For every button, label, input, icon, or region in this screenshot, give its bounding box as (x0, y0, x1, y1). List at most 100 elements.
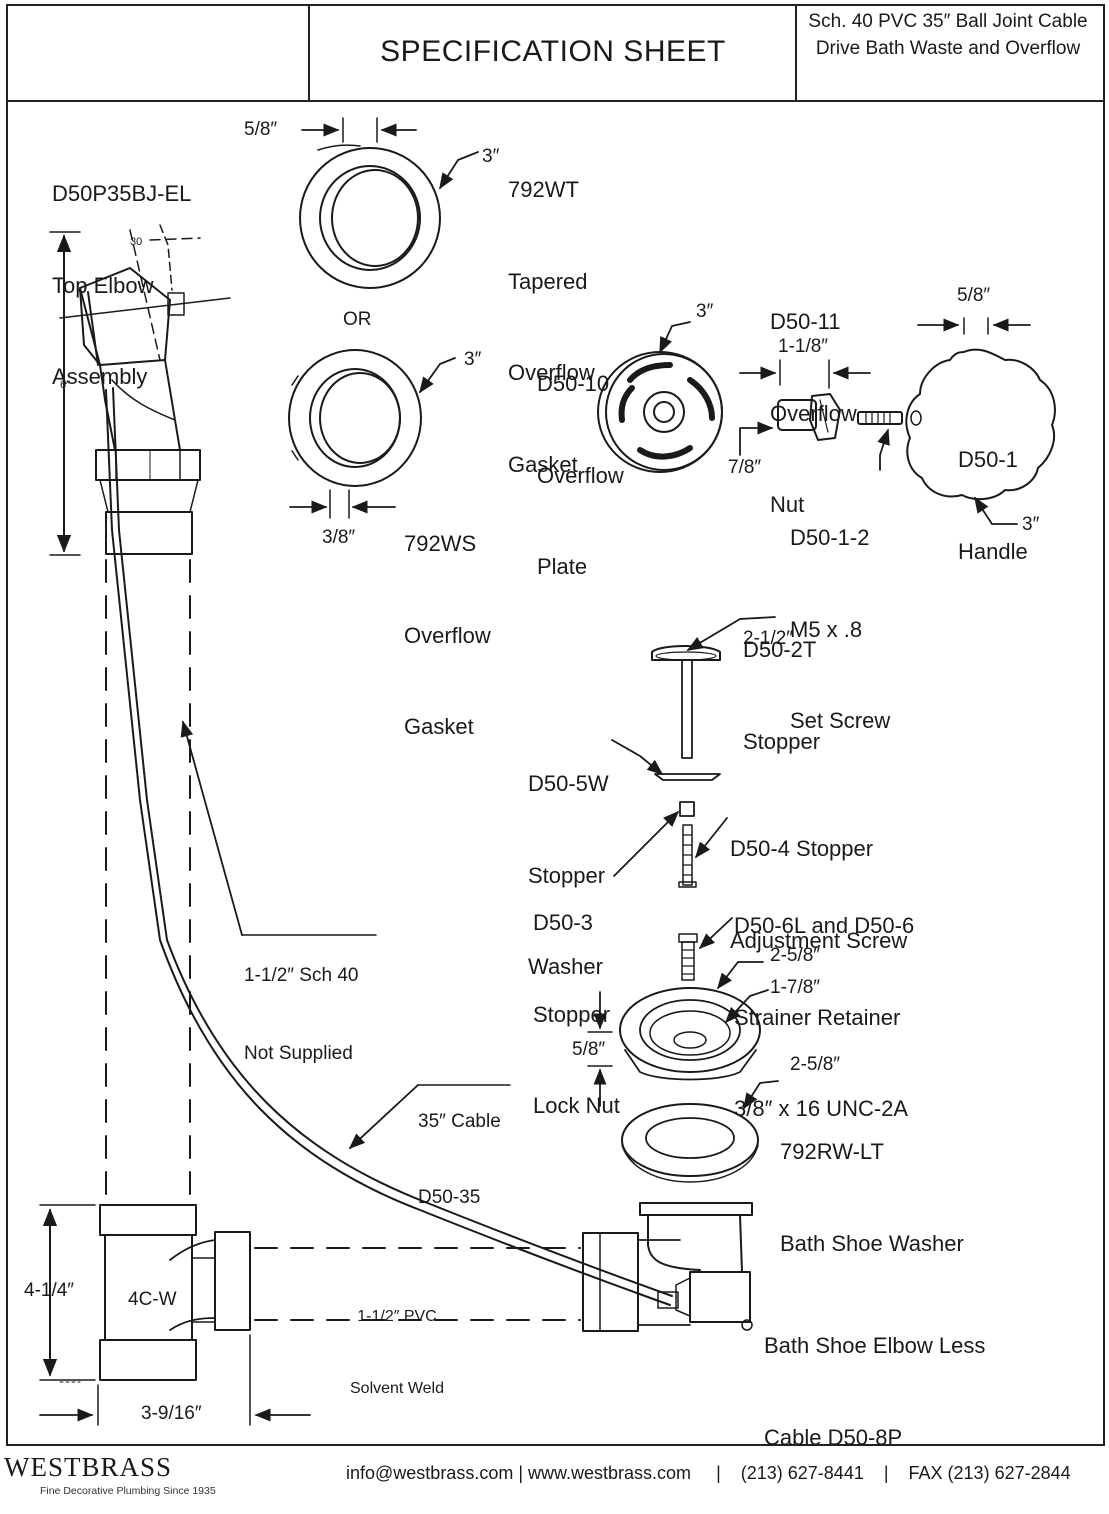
contact-website[interactable]: www.westbrass.com (528, 1463, 692, 1483)
handle-drawing (905, 317, 1056, 525)
gasket-tapered-drawing (299, 117, 479, 289)
top-elbow-drawing (49, 224, 231, 556)
strainer-drawing (587, 961, 769, 1107)
gasket-tapered-name-2: Overflow (508, 360, 595, 385)
gasket-standard-name-2: Gasket (404, 714, 474, 739)
bath-shoe-drawing (582, 1202, 753, 1332)
tee-part-no: 4C-W (128, 1289, 177, 1310)
gasket-tapered-part-no: 792WT (508, 177, 579, 202)
handle-diameter: 3″ (1022, 514, 1040, 535)
overflow-plate-drawing (597, 321, 723, 473)
strainer-retainer-label: D50-6L and D50-6 Strainer Retainer 3/8″ … (734, 850, 914, 1186)
contact-email[interactable]: info@westbrass.com (346, 1463, 514, 1483)
solvent-weld-dashed (254, 1247, 581, 1321)
shoe-washer-part-no: 792RW-LT (780, 1139, 884, 1164)
subtitle-line-2: Drive Bath Waste and Overflow (815, 38, 1081, 59)
brand-tagline: Fine Decorative Plumbing Since 1935 (40, 1485, 216, 1497)
gasket-tapered-label: 792WT Tapered Overflow Gasket (508, 114, 595, 541)
stopper-diameter: 2-1/2″ (743, 628, 794, 649)
stopper-washer-name-1: Stopper (528, 862, 606, 888)
set-screw-name: Set Screw (790, 708, 891, 733)
page-title: SPECIFICATION SHEET (380, 35, 726, 68)
cable-line-1: 35″ Cable (418, 1111, 501, 1132)
handle-label: D50-1 Handle (958, 384, 1028, 628)
stopper-name: Stopper (743, 728, 821, 754)
shoe-washer-label: 792RW-LT Bath Shoe Washer (780, 1076, 964, 1320)
gasket-tapered-diameter: 3″ (482, 146, 500, 167)
gasket-tapered-name-3: Gasket (508, 451, 578, 477)
stopper-washer-part-no: D50-5W (528, 771, 609, 796)
pipe-label: 1-1/2″ Sch 40 Not Supplied (244, 916, 358, 1114)
bath-shoe-line-2: Cable D50-8P (764, 1424, 903, 1450)
adjustment-screw-label: D50-4 Stopper Adjustment Screw (730, 773, 907, 1017)
contact-phone: (213) 627-8441 (740, 1463, 864, 1483)
gasket-standard-drawing (288, 349, 456, 519)
overflow-plate-name-1: Overflow (537, 462, 624, 488)
adjustment-screw-line-1: D50-4 Stopper (730, 836, 874, 861)
page-subtitle: Sch. 40 PVC 35″ Ball Joint Cable Drive B… (798, 8, 1098, 62)
brand-logo: WESTBRASS (4, 1452, 173, 1482)
top-elbow-height: 6″ (60, 379, 71, 391)
gasket-standard-name-1: Overflow (404, 622, 491, 648)
overflow-plate-diameter: 3″ (696, 301, 714, 322)
overflow-nut-diameter: 7/8″ (728, 457, 762, 478)
gasket-standard-diameter: 3″ (464, 349, 482, 370)
strainer-retainer-line-2: Strainer Retainer (734, 1004, 901, 1030)
lock-nut-part-no: D50-3 (533, 910, 593, 935)
header-title-cell (308, 4, 797, 102)
set-screw-part-no: D50-1-2 (790, 525, 870, 550)
set-screw-label: D50-1-2 M5 x .8 Set Screw (790, 462, 890, 798)
gasket-standard-part-no: 792WS (404, 531, 477, 556)
gasket-standard-thickness: 3/8″ (322, 527, 356, 548)
strainer-inner-diameter: 1-7/8″ (770, 977, 821, 998)
top-elbow-name-1: Top Elbow (52, 272, 154, 298)
adjustment-screw-line-2: Adjustment Screw (730, 927, 908, 953)
strainer-outer-diameter: 2-5/8″ (770, 945, 821, 966)
bath-shoe-line-1: Bath Shoe Elbow Less (764, 1333, 986, 1358)
top-elbow-angle: 30 (130, 236, 143, 248)
tee-height: 4-1/4″ (24, 1280, 75, 1301)
handle-thickness: 5/8″ (957, 285, 991, 306)
contact-separator: | (513, 1463, 529, 1483)
gasket-tapered-name-1: Tapered (508, 268, 588, 294)
solvent-weld-label: 1-1/2″ PVC Solvent Weld (350, 1257, 444, 1449)
stopper-drawing (611, 616, 776, 981)
shoe-washer-name: Bath Shoe Washer (780, 1230, 964, 1256)
pipe-line-1: 1-1/2″ Sch 40 (244, 965, 359, 986)
overflow-nut-drawing (739, 359, 871, 456)
stopper-part-no: D50-2T (743, 637, 817, 662)
contact-line: info@westbrass.com | www.westbrass.com |… (346, 1463, 1071, 1484)
overflow-nut-part-no: D50-11 (770, 309, 841, 334)
solvent-weld-line-2: Solvent Weld (350, 1380, 444, 1397)
stopper-label: D50-2T Stopper (743, 574, 820, 818)
stopper-washer-label: D50-5W Stopper Washer (528, 708, 609, 1044)
stopper-washer-name-2: Washer (528, 954, 603, 979)
tee-drawing (39, 1204, 311, 1426)
tee-width: 3-9/16″ (141, 1403, 202, 1424)
lock-nut-label: D50-3 Stopper Lock Nut (533, 847, 620, 1183)
contact-separator: | (863, 1463, 909, 1483)
overflow-nut-name-2: Nut (770, 492, 805, 517)
overflow-plate-part-no: D50-10 (537, 371, 610, 396)
lock-nut-name-2: Lock Nut (533, 1093, 620, 1118)
solvent-weld-line-1: 1-1/2″ PVC (357, 1308, 437, 1325)
gasket-standard-label: 792WS Overflow Gasket (404, 468, 491, 804)
bath-shoe-label: Bath Shoe Elbow Less Cable D50-8P (764, 1270, 985, 1514)
strainer-retainer-line-1: D50-6L and D50-6 (734, 913, 915, 938)
or-text: OR (343, 309, 372, 330)
strainer-retainer-line-3: 3/8″ x 16 UNC-2A (734, 1096, 909, 1121)
overflow-plate-name-2: Plate (537, 554, 588, 579)
subtitle-line-1: Sch. 40 PVC 35″ Ball Joint Cable (808, 11, 1088, 32)
overflow-plate-label: D50-10 Overflow Plate (537, 308, 624, 644)
pipe-outline-dashed (105, 559, 191, 1196)
cable-label: 35″ Cable D50-35 (418, 1062, 501, 1258)
overflow-nut-name-1: Overflow (770, 400, 857, 426)
top-elbow-name-2: Assembly (52, 364, 148, 389)
contact-separator: | (691, 1463, 741, 1483)
contact-fax: FAX (213) 627-2844 (908, 1463, 1071, 1483)
lock-nut-name-1: Stopper (533, 1001, 611, 1027)
cable-drawing (105, 387, 679, 1309)
overflow-nut-label: D50-11 Overflow Nut (770, 246, 857, 582)
set-screw-spec: M5 x .8 (790, 616, 863, 642)
